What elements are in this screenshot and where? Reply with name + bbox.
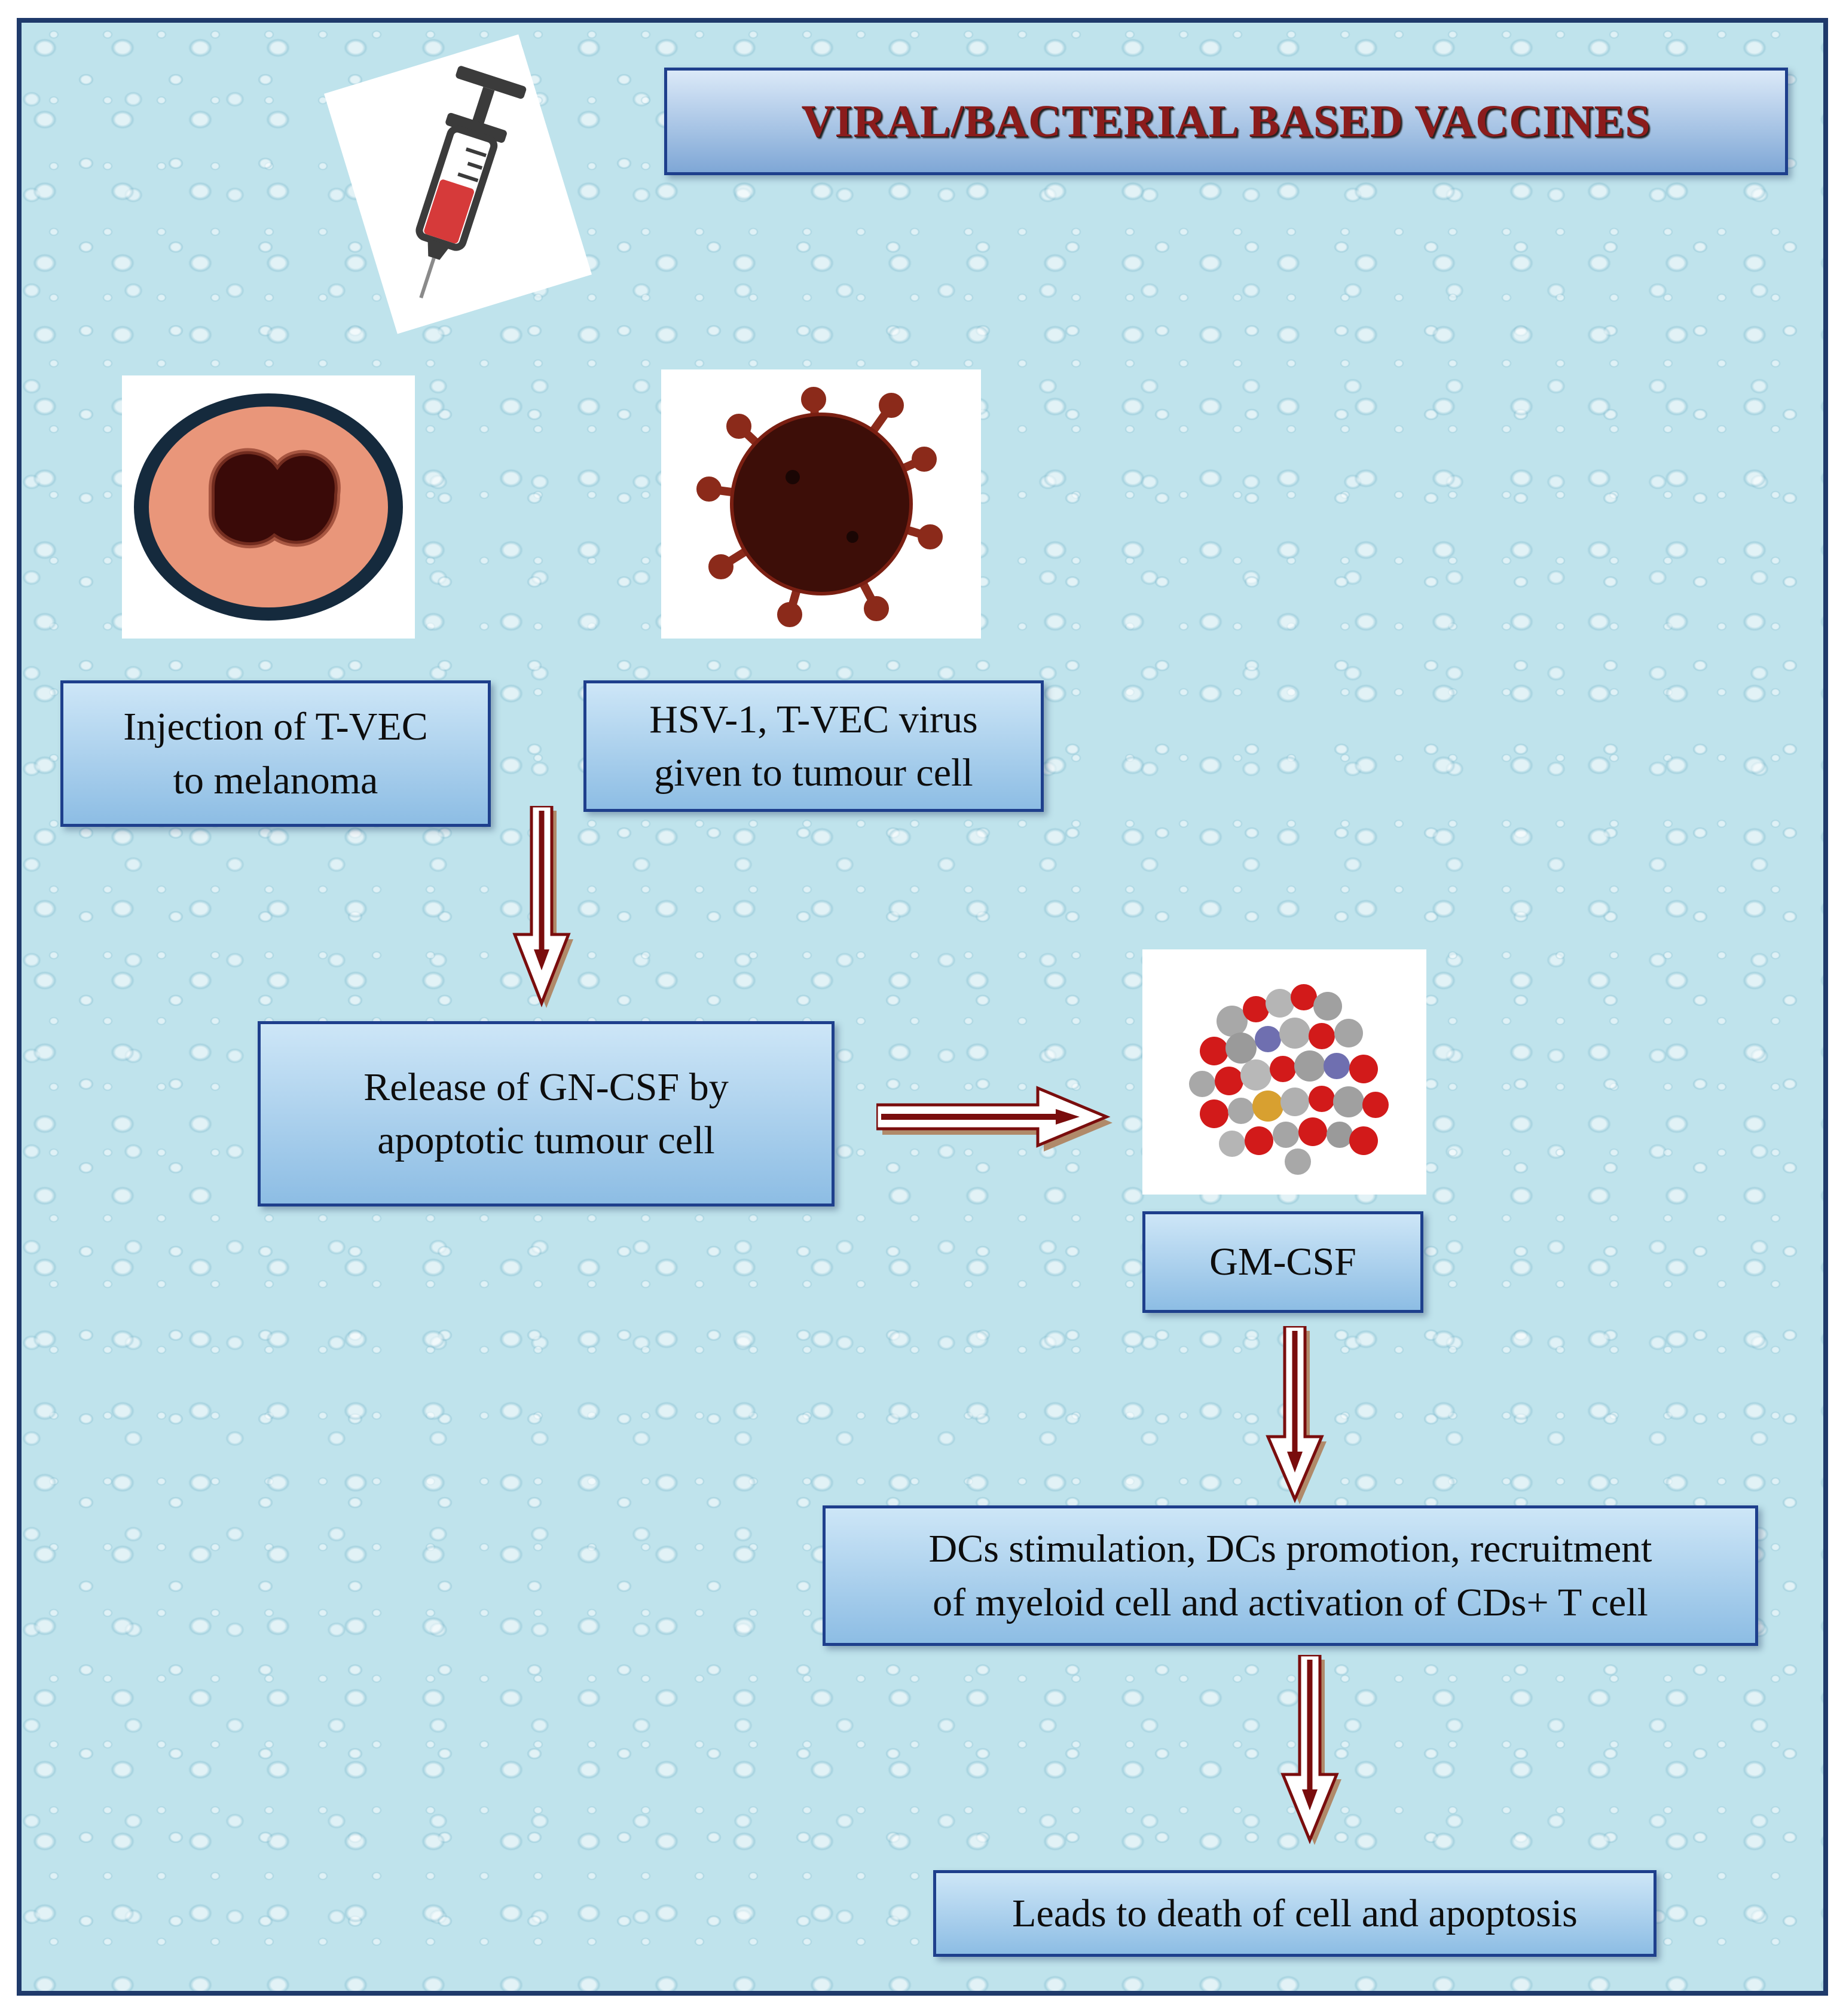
- injection-step-box: Injection of T-VEC to melanoma: [60, 680, 491, 827]
- double-arrow-icon: [512, 806, 573, 1008]
- gmcsf-label: GM-CSF: [1209, 1240, 1356, 1284]
- syringe-image: [324, 34, 592, 334]
- gm-csf-protein-icon: [1189, 984, 1389, 1175]
- dcs-step-box: DCs stimulation, DCs promotion, recruitm…: [823, 1505, 1758, 1646]
- release-step-line-2: apoptotic tumour cell: [377, 1119, 715, 1162]
- melanoma-cell-icon: [134, 393, 403, 621]
- diagram-title: VIRAL/BACTERIAL BASED VACCINES: [801, 96, 1651, 146]
- dcs-step-line-1: DCs stimulation, DCs promotion, recruitm…: [928, 1527, 1652, 1571]
- virus-icon: [696, 387, 943, 627]
- syringe-icon: [415, 66, 527, 299]
- death-step-label: Leads to death of cell and apoptosis: [1012, 1891, 1578, 1935]
- injection-step-line-2: to melanoma: [173, 758, 378, 802]
- release-step-line-1: Release of GN-CSF by: [363, 1065, 729, 1109]
- virus-image: [661, 369, 981, 639]
- injection-step-line-1: Injection of T-VEC: [123, 705, 428, 749]
- double-arrow-icon: [876, 1086, 1113, 1151]
- dcs-step-line-2: of myeloid cell and activation of CDs+ T…: [933, 1580, 1648, 1624]
- release-step-box: Release of GN-CSF by apoptotic tumour ce…: [258, 1021, 835, 1206]
- melanoma-image: [122, 375, 415, 639]
- diagram-frame: VIRAL/BACTERIAL BASED VACCINES: [17, 18, 1828, 1996]
- double-arrow-icon: [1280, 1655, 1341, 1845]
- double-arrow-icon: [1266, 1326, 1327, 1504]
- gmcsf-step-box: GM-CSF: [1142, 1211, 1423, 1313]
- title-box: VIRAL/BACTERIAL BASED VACCINES: [664, 68, 1788, 175]
- protein-image: [1142, 949, 1426, 1195]
- hsv-step-line-2: given to tumour cell: [654, 751, 973, 795]
- hsv-step-box: HSV-1, T-VEC virus given to tumour cell: [583, 680, 1044, 812]
- hsv-step-line-1: HSV-1, T-VEC virus: [649, 697, 978, 741]
- death-step-box: Leads to death of cell and apoptosis: [933, 1870, 1656, 1957]
